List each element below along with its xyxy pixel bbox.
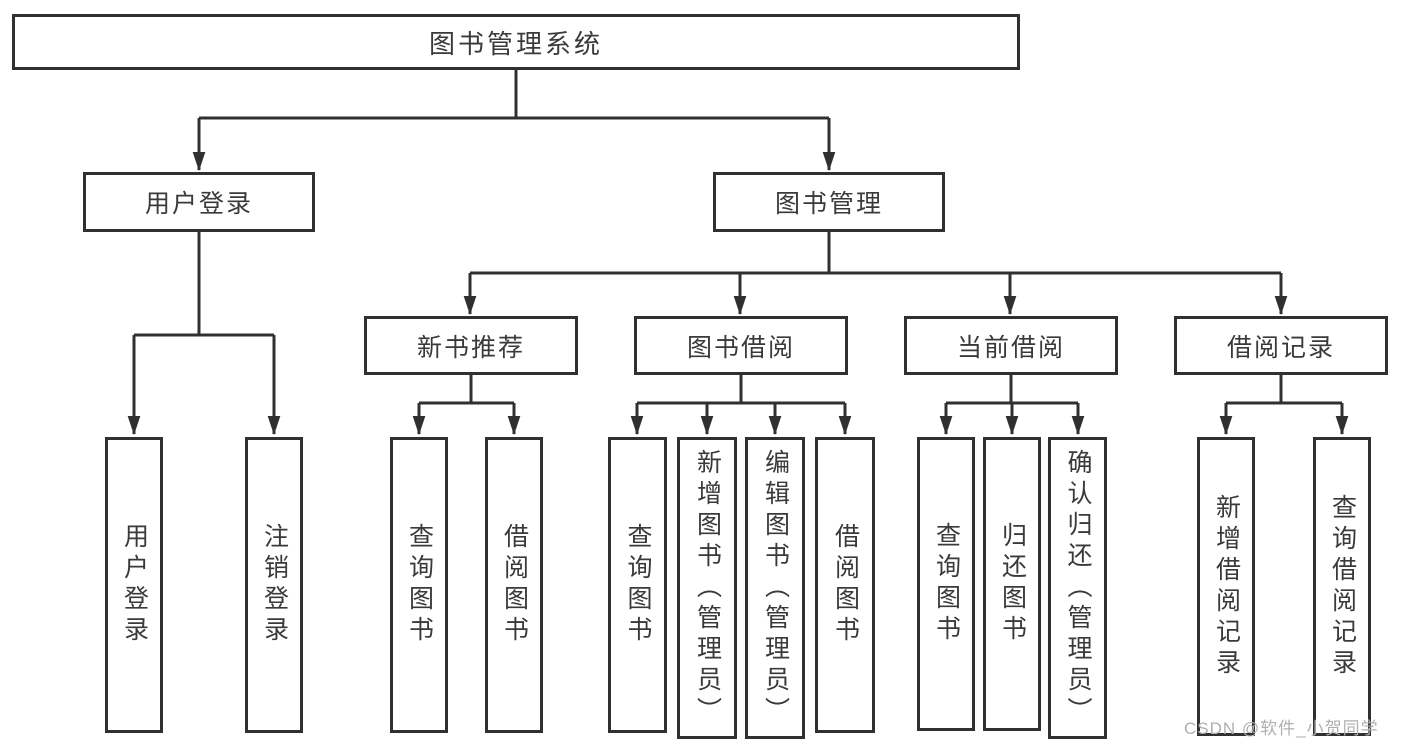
node-leaf-borrow-book-2: 借阅图书 bbox=[815, 437, 875, 733]
leaf-label: 用户登录 bbox=[120, 523, 149, 647]
node-root: 图书管理系统 bbox=[12, 14, 1020, 70]
leaf-label: 新增图书（管理员） bbox=[693, 448, 722, 728]
node-leaf-user-login: 用户登录 bbox=[105, 437, 163, 733]
node-leaf-query-borrow-record: 查询借阅记录 bbox=[1313, 437, 1371, 736]
connector-user-login bbox=[127, 232, 281, 436]
node-new-book-recommend: 新书推荐 bbox=[364, 316, 578, 375]
leaf-label: 查询借阅记录 bbox=[1328, 493, 1357, 680]
connector-book-management bbox=[463, 232, 1288, 316]
leaf-label: 借阅图书 bbox=[500, 523, 529, 647]
node-borrow-record: 借阅记录 bbox=[1174, 316, 1388, 375]
leaf-label: 借阅图书 bbox=[831, 523, 860, 647]
node-current-borrow: 当前借阅 bbox=[904, 316, 1118, 375]
connector-root bbox=[192, 70, 836, 172]
node-current-borrow-label: 当前借阅 bbox=[956, 333, 1065, 362]
node-leaf-return-book: 归还图书 bbox=[983, 437, 1041, 731]
node-borrow-record-label: 借阅记录 bbox=[1226, 333, 1335, 362]
leaf-label: 查询图书 bbox=[932, 522, 961, 646]
leaf-label: 编辑图书（管理员） bbox=[761, 448, 790, 728]
node-leaf-add-book-admin: 新增图书（管理员） bbox=[677, 437, 737, 739]
leaf-label: 确认归还（管理员） bbox=[1064, 448, 1092, 728]
node-leaf-query-book-3: 查询图书 bbox=[917, 437, 975, 731]
node-leaf-edit-book-admin: 编辑图书（管理员） bbox=[745, 437, 805, 739]
leaf-label: 查询图书 bbox=[624, 523, 652, 647]
node-leaf-borrow-book-1: 借阅图书 bbox=[485, 437, 543, 733]
leaf-label: 归还图书 bbox=[998, 522, 1027, 646]
node-user-login: 用户登录 bbox=[83, 172, 315, 232]
connector-borrow-record bbox=[1219, 375, 1349, 436]
node-leaf-query-book-1: 查询图书 bbox=[390, 437, 448, 733]
node-root-label: 图书管理系统 bbox=[428, 28, 603, 59]
node-leaf-confirm-return-admin: 确认归还（管理员） bbox=[1048, 437, 1107, 739]
node-book-borrow: 图书借阅 bbox=[634, 316, 848, 375]
leaf-label: 注销登录 bbox=[260, 523, 289, 647]
leaf-label: 查询图书 bbox=[405, 523, 434, 647]
connector-current-borrow bbox=[939, 375, 1085, 436]
leaf-label: 新增借阅记录 bbox=[1212, 493, 1241, 680]
node-leaf-query-book-2: 查询图书 bbox=[608, 437, 667, 733]
node-new-book-recommend-label: 新书推荐 bbox=[416, 333, 525, 362]
node-book-management-label: 图书管理 bbox=[774, 190, 883, 218]
node-book-management: 图书管理 bbox=[713, 172, 945, 232]
connector-book-borrow bbox=[630, 375, 852, 436]
csdn-watermark: CSDN @软件_小贺同学 bbox=[1184, 719, 1379, 738]
node-leaf-add-borrow-record: 新增借阅记录 bbox=[1197, 437, 1255, 736]
node-user-login-label: 用户登录 bbox=[144, 190, 253, 218]
connector-new-book-recommend bbox=[412, 375, 521, 436]
node-leaf-logout: 注销登录 bbox=[245, 437, 303, 733]
node-book-borrow-label: 图书借阅 bbox=[686, 333, 795, 362]
